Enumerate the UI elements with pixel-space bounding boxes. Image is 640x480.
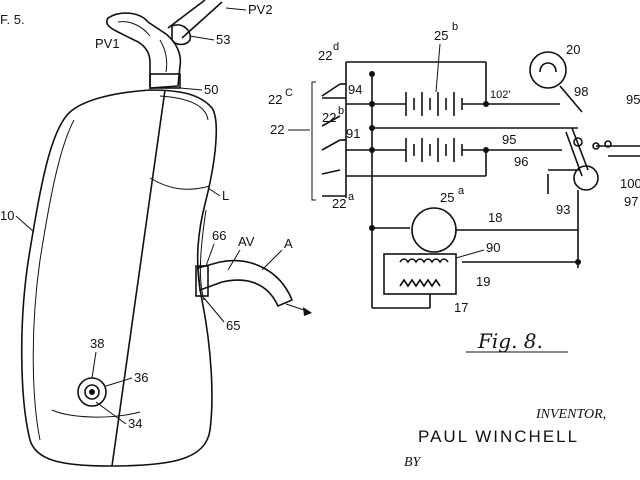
- by-label: BY: [404, 455, 423, 470]
- label-25a: 25: [440, 190, 454, 205]
- label-66: 66: [212, 228, 226, 243]
- valve-pv1: [105, 12, 182, 89]
- coil-box: [383, 253, 457, 295]
- label-102: 102': [490, 89, 510, 101]
- label-17: 17: [454, 300, 468, 315]
- bag-figure: [20, 0, 312, 467]
- bag-body: [20, 89, 218, 467]
- label-100: 100: [620, 176, 640, 191]
- svg-text:a: a: [458, 185, 465, 197]
- label-22b: 22: [322, 110, 336, 125]
- bag-seam: [111, 89, 166, 467]
- circuit-diagram: [311, 51, 640, 309]
- label-19: 19: [476, 274, 490, 289]
- label-95-right: 95: [626, 92, 640, 107]
- outlet-tube: [197, 259, 294, 308]
- lamp-20: [529, 51, 567, 89]
- motor-18: [411, 207, 457, 253]
- label-pv2: PV2: [248, 2, 273, 17]
- label-L: L: [222, 188, 229, 203]
- label-65: 65: [226, 318, 240, 333]
- svg-text:C: C: [285, 87, 293, 99]
- label-94: 94: [348, 82, 362, 97]
- svg-text:d: d: [333, 41, 339, 53]
- coil-90: [399, 258, 449, 264]
- fig-8-caption: Fig. 8.: [477, 329, 543, 353]
- label-91: 91: [346, 126, 360, 141]
- neck-ring: [149, 73, 181, 89]
- inventor-name: PAUL WINCHELL: [418, 427, 579, 446]
- liquid-level: [149, 177, 211, 190]
- label-20: 20: [566, 42, 580, 57]
- valve-pv2: [167, 0, 223, 39]
- collar-53: [171, 24, 192, 46]
- label-96: 96: [514, 154, 528, 169]
- label-97: 97: [624, 194, 638, 209]
- label-18: 18: [488, 210, 502, 225]
- label-36: 36: [134, 370, 148, 385]
- label-22: 22: [270, 122, 284, 137]
- label-pv1: PV1: [95, 36, 120, 51]
- label-25b: 25: [434, 28, 448, 43]
- label-34: 34: [128, 416, 142, 431]
- label-93: 93: [556, 202, 570, 217]
- label-98: 98: [574, 84, 588, 99]
- label-A: A: [284, 236, 293, 251]
- label-AV: AV: [238, 234, 255, 249]
- label-22d: 22: [318, 48, 332, 63]
- label-53: 53: [216, 32, 230, 47]
- label-10: 10: [0, 208, 14, 223]
- svg-text:b: b: [338, 105, 344, 117]
- resistor-19: [399, 278, 441, 288]
- label-38: 38: [90, 336, 104, 351]
- label-90: 90: [486, 240, 500, 255]
- svg-text:b: b: [452, 21, 458, 33]
- label-22c: 22: [268, 92, 282, 107]
- fig-left-label: F. 5.: [0, 12, 25, 27]
- svg-text:a: a: [348, 191, 355, 203]
- label-50: 50: [204, 82, 218, 97]
- inventor-label: INVENTOR,: [535, 407, 606, 422]
- label-22a: 22: [332, 196, 346, 211]
- tube-collar: [195, 265, 209, 297]
- label-95: 95: [502, 132, 516, 147]
